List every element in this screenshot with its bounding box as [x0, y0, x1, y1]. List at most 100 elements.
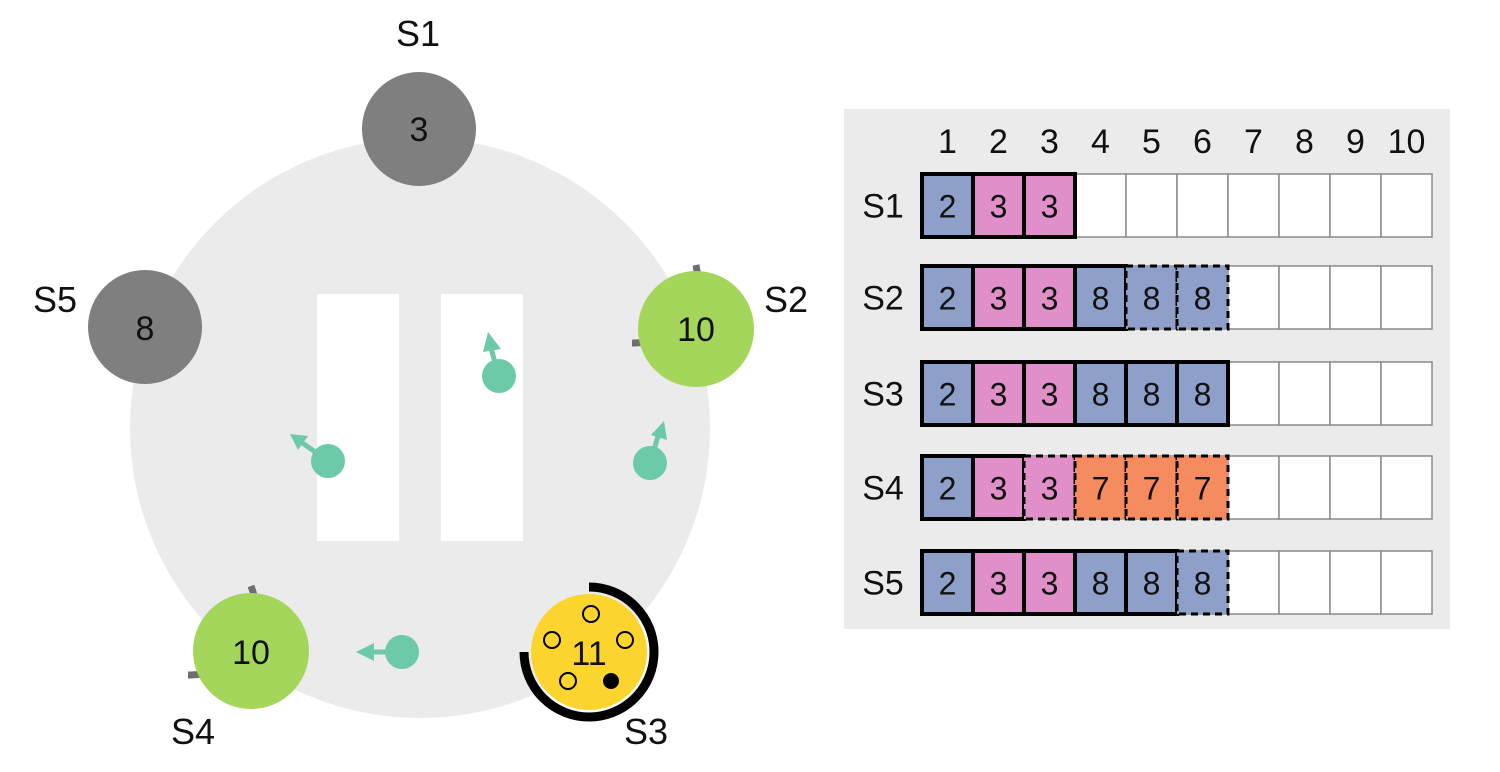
log-column-header: 4 [1091, 123, 1110, 161]
log-row-label: S1 [862, 188, 904, 226]
log-entry-committed[interactable] [1022, 549, 1077, 616]
log-entry-term: 8 [1143, 281, 1161, 317]
log-slot [1278, 173, 1331, 238]
log-row-label: S4 [862, 470, 904, 508]
log-entry-term: 3 [990, 566, 1008, 602]
log-slot [1380, 173, 1433, 238]
log-entry-committed[interactable] [1175, 360, 1230, 427]
log-entry-uncommitted[interactable] [1175, 549, 1230, 616]
log-slot [1074, 173, 1127, 238]
log-entry-committed[interactable] [1022, 264, 1077, 331]
server-s5[interactable]: 8 S5 [33, 270, 202, 384]
log-entry-uncommitted[interactable] [1124, 454, 1179, 521]
log-entry-term: 8 [1143, 377, 1161, 413]
log-entry-term: 3 [1041, 471, 1059, 507]
log-entry-committed[interactable] [1022, 172, 1077, 239]
log-slot [1380, 455, 1433, 520]
log-entry-committed[interactable] [971, 454, 1026, 521]
log-entry-term: 8 [1143, 566, 1161, 602]
vote-indicators [543, 605, 634, 690]
log-slot [1227, 455, 1280, 520]
log-entry-uncommitted[interactable] [1073, 454, 1128, 521]
log-entry-term: 8 [1194, 566, 1212, 602]
log-entry-uncommitted[interactable] [1175, 264, 1230, 331]
server-s1-term: 3 [410, 111, 429, 149]
log-entry-committed[interactable] [1124, 360, 1179, 427]
log-entry-term: 3 [1041, 189, 1059, 225]
server-s2-label: S2 [764, 279, 808, 320]
log-slot [1227, 361, 1280, 426]
log-column-header: 6 [1193, 123, 1212, 161]
log-entry-term: 7 [1092, 471, 1110, 507]
log-row-label: S2 [862, 280, 904, 318]
log-entry-committed[interactable] [971, 172, 1026, 239]
log-entry-committed[interactable] [920, 360, 975, 427]
server-s5-label: S5 [33, 279, 77, 320]
log-entry-term: 7 [1143, 471, 1161, 507]
log-entry-committed[interactable] [920, 264, 975, 331]
log-entry-term: 3 [1041, 566, 1059, 602]
log-entry-committed[interactable] [971, 549, 1026, 616]
server-s3-term: 11 [571, 635, 606, 673]
server-s4[interactable]: 10 S4 [171, 584, 309, 752]
server-s1-label: S1 [396, 13, 440, 54]
server-s3-label: S3 [624, 711, 668, 752]
log-slot [1329, 173, 1382, 238]
log-row-label: S3 [862, 376, 904, 414]
log-entry-committed[interactable] [920, 172, 975, 239]
log-entry-term: 3 [1041, 377, 1059, 413]
log-column-header: 2 [989, 123, 1008, 161]
server-s2[interactable]: 10 S2 [631, 264, 808, 387]
message-icon-left [290, 434, 345, 478]
server-s2-term: 10 [677, 311, 715, 349]
log-entry-term: 8 [1092, 377, 1110, 413]
log-entry-term: 2 [939, 471, 957, 507]
server-s3[interactable]: 11 S3 [519, 582, 668, 752]
log-slot [1329, 265, 1382, 330]
log-entry-uncommitted[interactable] [1175, 454, 1230, 521]
log-slot [1329, 455, 1382, 520]
log-column-header: 1 [938, 123, 957, 161]
log-entry-term: 7 [1194, 471, 1212, 507]
log-column-header: 10 [1388, 123, 1426, 161]
log-entry-term: 3 [990, 189, 1008, 225]
server-s4-term: 10 [232, 634, 270, 672]
log-slot [1278, 265, 1331, 330]
log-entry-committed[interactable] [920, 454, 975, 521]
s3-heartbeat-timer [519, 582, 659, 722]
server-s4-label: S4 [171, 711, 215, 752]
log-slot [1227, 550, 1280, 615]
log-entry-term: 3 [990, 471, 1008, 507]
log-entry-uncommitted[interactable] [1022, 454, 1077, 521]
log-slot [1278, 550, 1331, 615]
log-slot [1227, 173, 1280, 238]
log-slot [1380, 265, 1433, 330]
log-entry-committed[interactable] [1073, 264, 1128, 331]
log-entry-committed[interactable] [971, 264, 1026, 331]
log-entry-uncommitted[interactable] [1124, 264, 1179, 331]
message-icon-center [482, 332, 516, 393]
log-entry-term: 8 [1092, 281, 1110, 317]
message-icon-bottom [356, 635, 419, 669]
server-s1[interactable]: 3 S1 [362, 13, 476, 186]
log-slot [1176, 173, 1229, 238]
server-s5-term: 8 [136, 310, 155, 348]
log-entry-term: 3 [990, 377, 1008, 413]
log-slot [1125, 173, 1178, 238]
cluster-ring [130, 138, 710, 718]
log-entry-term: 3 [990, 281, 1008, 317]
log-entry-term: 3 [1041, 281, 1059, 317]
log-entry-term: 2 [939, 281, 957, 317]
log-column-header: 3 [1040, 123, 1059, 161]
log-entry-term: 8 [1092, 566, 1110, 602]
pause-icon[interactable] [317, 294, 523, 541]
log-slot [1278, 455, 1331, 520]
log-entry-term: 8 [1194, 281, 1212, 317]
